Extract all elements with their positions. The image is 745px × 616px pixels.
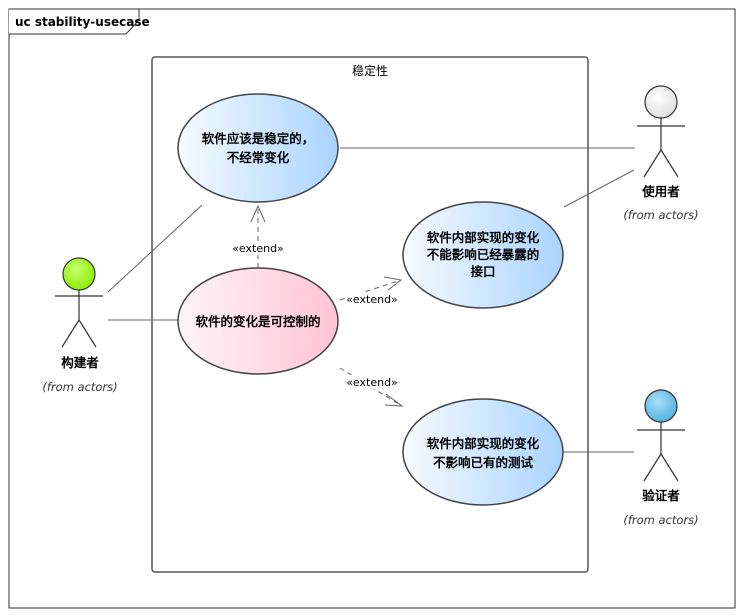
usecase-stable[interactable]: 软件应该是稳定的， 不经常变化 — [177, 93, 339, 203]
association-user-interface[interactable] — [563, 169, 635, 208]
boundary-title: 稳定性 — [352, 63, 388, 78]
usecase-tests[interactable]: 软件内部实现的变化 不影响已有的测试 — [402, 398, 564, 506]
usecase-tests-line1: 软件内部实现的变化 — [427, 436, 540, 451]
usecase-tests-line2: 不影响已有的测试 — [433, 455, 534, 470]
actor-user-head — [644, 85, 678, 119]
extend-label-interface: «extend» — [346, 293, 398, 306]
extend-arrowhead-interface — [383, 276, 403, 291]
actor-user-from: (from actors) — [623, 208, 698, 222]
usecase-stable-line2: 不经常变化 — [227, 150, 290, 165]
actor-verifier[interactable]: 验证者 (from actors) — [623, 389, 699, 527]
actor-user-name: 使用者 — [641, 184, 680, 199]
actor-builder-from: (from actors) — [42, 380, 117, 394]
usecase-interface-line2: 不能影响已经暴露的 — [427, 247, 540, 262]
actor-builder-head — [62, 257, 96, 291]
actor-user[interactable]: 使用者 (from actors) — [623, 85, 699, 222]
extend-label-bg-2 — [345, 292, 399, 306]
actor-builder-name: 构建者 — [61, 355, 99, 370]
extend-label-bg-3 — [345, 375, 399, 389]
extend-label-tests: «extend» — [346, 376, 398, 389]
usecase-stable-line1: 软件应该是稳定的， — [202, 131, 315, 146]
usecase-interface-line3: 接口 — [470, 264, 495, 279]
usecase-controllable-line1: 软件的变化是可控制的 — [195, 314, 320, 329]
extend-arrowhead-tests — [384, 393, 404, 407]
actor-verifier-name: 验证者 — [642, 488, 680, 503]
extend-label-stable: «extend» — [232, 242, 284, 255]
frame-title-tab — [9, 8, 140, 35]
frame-title: uc stability-usecase — [15, 15, 150, 29]
association-builder-stable[interactable] — [107, 204, 203, 293]
actor-verifier-head — [644, 389, 678, 423]
actor-verifier-from: (from actors) — [623, 513, 698, 527]
usecase-interface-line1: 软件内部实现的变化 — [427, 230, 540, 245]
usecase-interface[interactable]: 软件内部实现的变化 不能影响已经暴露的 接口 — [402, 201, 564, 309]
extend-label-bg-1 — [231, 241, 285, 255]
usecase-controllable[interactable]: 软件的变化是可控制的 — [177, 267, 339, 375]
extend-arrowhead-stable — [250, 204, 266, 223]
actor-builder[interactable]: 构建者 (from actors) — [42, 257, 118, 394]
